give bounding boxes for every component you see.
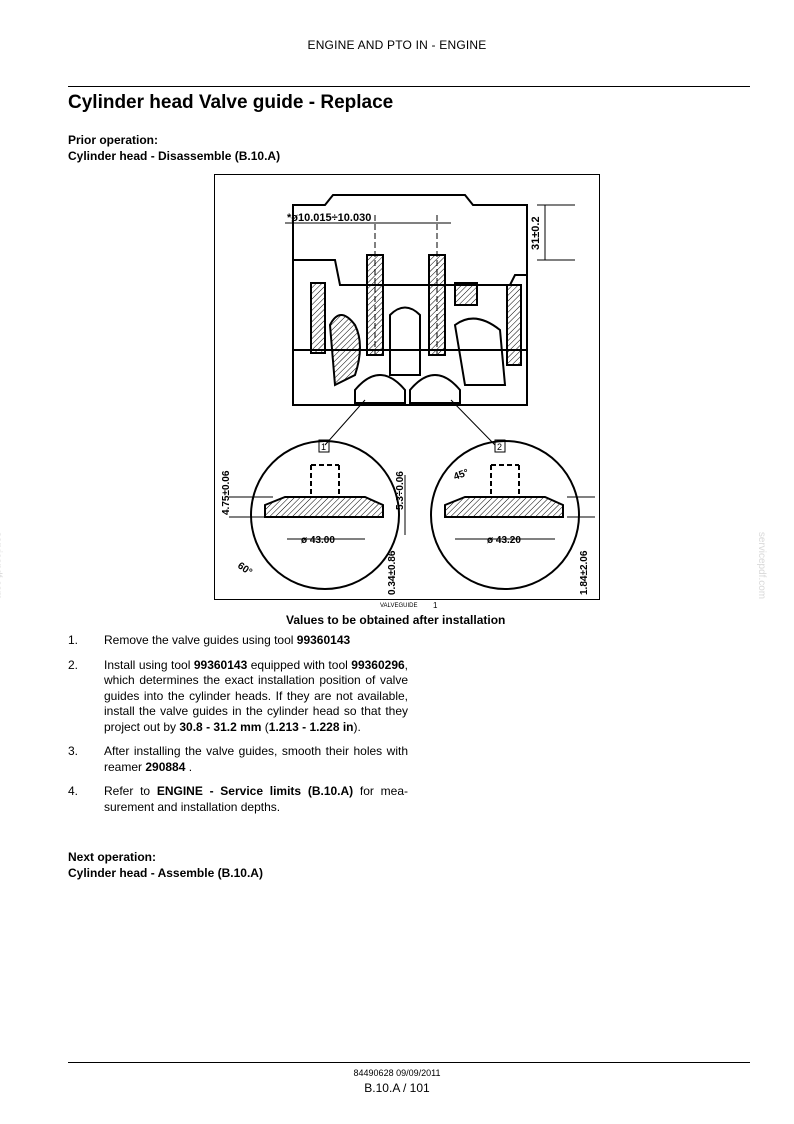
bore-dimension: *ø10.015÷10.030 <box>287 212 371 224</box>
step-text: equipped with tool <box>247 657 352 672</box>
step-emphasis: 290884 <box>145 759 186 774</box>
figure-caption: Values to be obtained after installation <box>286 613 506 627</box>
valve-guide-figure: *ø10.015÷10.030 31±0.2 1 4.75±0.06 ø 43.… <box>214 174 600 600</box>
step-text: . <box>185 759 193 774</box>
prior-operation-link[interactable]: Cylinder head - Disassemble (B.10.A) <box>68 149 281 163</box>
step-number: 2. <box>68 657 79 672</box>
step-item: 4. Refer to ENGINE - Service limits (B.10… <box>68 784 408 815</box>
page-number: B.10.A / 101 <box>364 1081 430 1095</box>
seat-diameter-2: ø 43.20 <box>487 535 521 546</box>
next-operation-label: Next operation: <box>68 850 157 864</box>
step-number: 3. <box>68 744 79 758</box>
step-emphasis: 99360143 <box>296 633 351 647</box>
step-text: Remove the valve guides using tool <box>104 633 297 647</box>
detail-2-label: 2 <box>497 442 502 452</box>
seat-height-2: 5.3÷0.06 <box>395 471 406 510</box>
document-code: 84490628 09/09/2011 <box>353 1068 441 1078</box>
recess-tolerance-2: 1.84±2.06 <box>579 550 590 595</box>
figure-id: VALVEGUIDE <box>380 603 418 609</box>
cylinder-head-drawing: *ø10.015÷10.030 31±0.2 1 4.75±0.06 ø 43.… <box>221 194 595 595</box>
step-item: 1. Remove the valve guides using tool 993… <box>68 633 408 649</box>
step-item: 2. Install using tool 99360143 equipped w… <box>68 658 408 736</box>
figure-number: 1 <box>433 601 438 610</box>
step-emphasis: 99360143 <box>193 657 248 672</box>
seat-angle-60: 60° <box>235 560 254 578</box>
step-emphasis: 99360296 <box>351 657 405 672</box>
step-text: for mea- surement and installation depth… <box>104 784 408 814</box>
page-title: Cylinder head Valve guide - Replace <box>68 92 394 113</box>
step-emphasis: 30.8 - 31.2 mm <box>179 719 262 734</box>
step-text: After installing the valve guides, smoot… <box>104 744 408 774</box>
prior-operation-label: Prior operation: <box>68 133 159 147</box>
step-emphasis: 1.213 - 1.228 in <box>268 719 354 734</box>
running-header: ENGINE AND PTO IN - ENGINE <box>307 38 487 52</box>
seat-angle-45: 45° <box>452 467 470 483</box>
step-text: ). <box>353 719 361 734</box>
projection-dimension: 31±0.2 <box>530 216 542 250</box>
step-text: ( <box>261 719 269 734</box>
next-operation-link[interactable]: Cylinder head - Assemble (B.10.A) <box>68 866 263 880</box>
step-number: 1. <box>68 633 79 647</box>
step-item: 3. After installing the valve guides, smo… <box>68 744 408 775</box>
watermark-left: servicepdf.com <box>0 531 4 600</box>
detail-1-label: 1 <box>321 442 326 452</box>
seat-height-1: 4.75±0.06 <box>221 470 232 515</box>
procedure-steps: 1. Remove the valve guides using tool 993… <box>68 633 408 824</box>
step-text: Install using tool <box>104 657 194 672</box>
footer-rule <box>68 1062 750 1063</box>
step-number: 4. <box>68 784 79 798</box>
seat-diameter-1: ø 43.00 <box>301 535 335 546</box>
recess-tolerance-1: 0.34±0.86 <box>387 550 398 595</box>
step-emphasis: ENGINE - Service limits (B.10.A) <box>156 784 354 798</box>
watermark-right: servicepdf.com <box>756 531 768 600</box>
step-text: Refer to <box>104 784 157 798</box>
header-rule <box>68 86 750 87</box>
step-text: , which determines the exact installatio… <box>104 657 409 734</box>
